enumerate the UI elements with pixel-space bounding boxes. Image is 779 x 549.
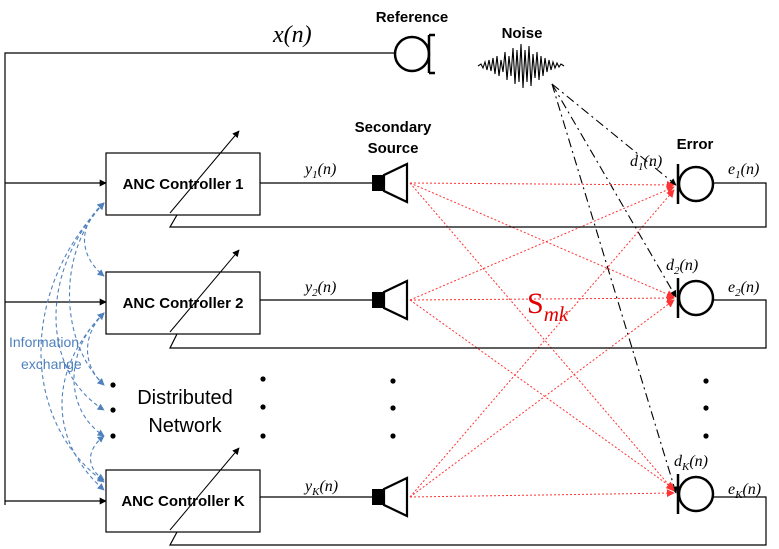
loudspeaker-icon — [372, 162, 409, 204]
disturbance-signal-label: dK(n) — [674, 453, 708, 473]
error-microphone-icon — [676, 474, 715, 514]
distributed-network-label-line1: Distributed — [137, 387, 233, 409]
reference-microphone-icon — [393, 33, 435, 75]
adaptive-arrow — [169, 130, 240, 214]
error-label: Error — [677, 136, 714, 153]
output-signal-label: y2(n) — [303, 279, 336, 299]
channel-k: ANC Controller K yK(n) dK(n) eK(n) — [105, 447, 767, 546]
adaptive-arrow — [169, 447, 240, 531]
noise-label: Noise — [502, 25, 543, 42]
secondary-path-symbol-main: S — [527, 287, 544, 320]
ellipsis-dots — [110, 376, 709, 439]
output-signal-label: y1(n) — [303, 161, 336, 181]
channel-1: ANC Controller 1 y1(n) d1(n) e1(n) — [105, 130, 767, 228]
error-microphone-icon — [676, 164, 715, 204]
error-signal-label: e2(n) — [728, 279, 759, 299]
primary-noise-paths — [551, 83, 678, 494]
error-signal-label: e1(n) — [728, 161, 759, 181]
secondary-source-label-line1: Secondary — [355, 119, 432, 136]
error-feedback-line — [169, 299, 767, 349]
secondary-source-label-line2: Source — [368, 140, 419, 157]
output-signal-label: yK(n) — [303, 478, 338, 498]
disturbance-signal-label: d2(n) — [666, 257, 698, 277]
anc-controller-1-box — [105, 152, 261, 216]
secondary-path-symbol-subscript: mk — [544, 302, 569, 326]
information-exchange-label-line2: exchange — [21, 356, 82, 372]
reference-path — [4, 52, 394, 505]
anc-controller-2-label: ANC Controller 2 — [123, 295, 244, 312]
anc-controller-k-box — [105, 469, 261, 533]
loudspeaker-icon — [372, 279, 409, 321]
distributed-network-label-line2: Network — [148, 415, 222, 437]
reference-label: Reference — [376, 9, 449, 26]
information-exchange-arcs — [40, 202, 105, 491]
loudspeaker-icon — [372, 476, 409, 518]
secondary-path-symbol: Smk — [527, 287, 569, 326]
error-feedback-line — [168, 496, 767, 546]
channel-2: ANC Controller 2 y2(n) d2(n) e2(n) — [105, 249, 767, 349]
error-signal-label: eK(n) — [728, 481, 761, 501]
reference-signal-label: x(n) — [272, 22, 312, 48]
adaptive-arrow — [169, 249, 240, 333]
disturbance-signal-label: d1(n) — [630, 153, 662, 173]
anc-controller-2-box — [105, 271, 261, 335]
secondary-paths — [409, 180, 675, 498]
anc-controller-k-label: ANC Controller K — [121, 493, 245, 510]
error-feedback-line — [168, 182, 767, 228]
noise-waveform-icon — [477, 43, 565, 89]
information-exchange-label-line1: Information — [9, 334, 79, 350]
anc-controller-1-label: ANC Controller 1 — [123, 176, 244, 193]
error-microphone-icon — [676, 278, 715, 318]
